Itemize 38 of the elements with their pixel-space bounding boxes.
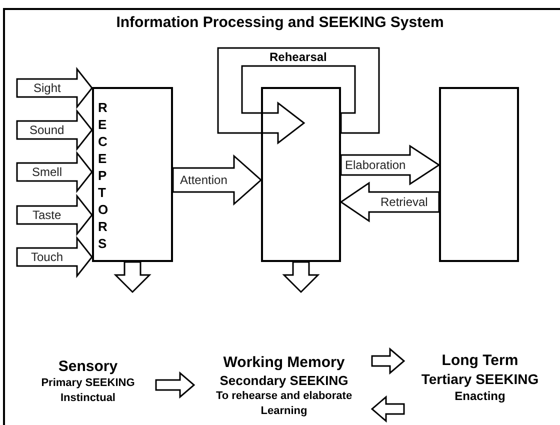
block-arrow: [155, 371, 196, 399]
stage-description: Enacting: [454, 388, 506, 404]
block-arrow: [114, 261, 152, 294]
edge-label: Elaboration: [345, 158, 406, 172]
block-arrow: [16, 108, 93, 152]
stage-description: To rehearse and elaborate: [214, 389, 354, 404]
block-arrow: [282, 261, 320, 294]
block-arrow: [340, 182, 440, 222]
block-arrow: [371, 347, 406, 375]
block-arrow: [16, 194, 93, 236]
edge-label: Attention: [180, 173, 228, 187]
edge-label: Taste: [32, 208, 62, 222]
edge-label: Sight: [34, 81, 61, 95]
block-arrow: [16, 150, 93, 194]
stage-heading: Long Term: [440, 351, 520, 370]
edge-label: Smell: [32, 165, 62, 179]
stage-heading: Working Memory: [222, 353, 346, 372]
vertical-label: RECEPTORS: [98, 99, 110, 252]
stage-description: Primary SEEKING: [40, 376, 136, 391]
stage-heading: Sensory: [57, 357, 119, 376]
memory-box: [261, 87, 341, 262]
stage-description: Secondary SEEKING: [218, 372, 350, 389]
block-arrow: [370, 395, 405, 423]
memory-box: [439, 87, 519, 262]
edge-label: Sound: [30, 123, 64, 137]
block-arrow: [340, 144, 440, 186]
stage-description: Instinctual: [59, 391, 116, 406]
stage-description: Learning: [260, 404, 308, 419]
receptor-box: [92, 87, 173, 262]
diagram-title: Information Processing and SEEKING System: [115, 14, 445, 31]
stage-description: Tertiary SEEKING: [420, 370, 540, 388]
block-arrow: [16, 236, 93, 278]
block-arrow: [16, 66, 93, 110]
edge-label: Retrieval: [380, 195, 428, 209]
loop-arrow: [217, 47, 380, 145]
edge-label: Touch: [31, 250, 64, 264]
block-arrow: [172, 154, 262, 206]
edge-label: Rehearsal: [270, 50, 327, 64]
